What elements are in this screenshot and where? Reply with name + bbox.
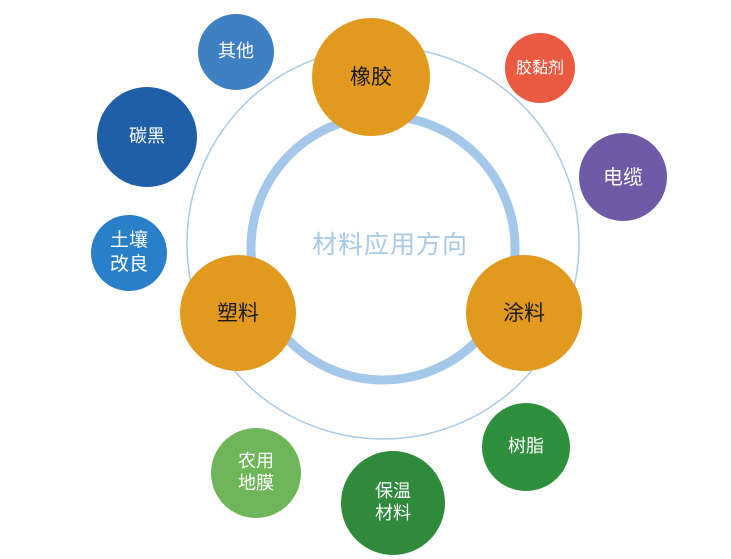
- satellite-carbon-black: 碳黑: [97, 87, 197, 187]
- satellite-other: 其他: [198, 14, 274, 90]
- satellite-agricultural-film: 农用 地膜: [211, 428, 301, 518]
- center-label: 材料应用方向: [311, 230, 468, 259]
- main-node-rubber: 橡胶: [312, 18, 430, 136]
- main-node-plastic: 塑料: [180, 255, 296, 371]
- satellite-resin: 树脂: [482, 403, 570, 491]
- satellite-insulation-material: 保温 材料: [341, 451, 445, 555]
- satellite-adhesive: 胶黏剂: [505, 33, 575, 103]
- satellite-cable: 电缆: [579, 133, 667, 221]
- main-node-coating: 涂料: [466, 255, 582, 371]
- satellite-soil-improvement: 土壤 改良: [91, 215, 167, 291]
